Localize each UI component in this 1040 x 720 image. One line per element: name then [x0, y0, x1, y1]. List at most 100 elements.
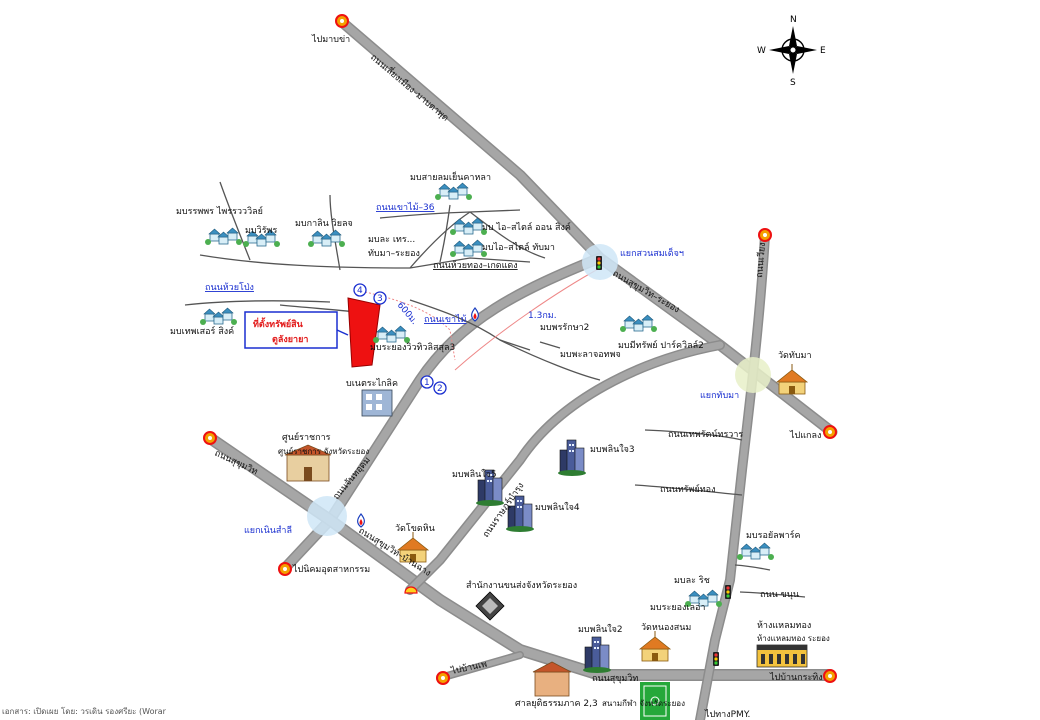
compass-rose-icon: N S E W — [757, 15, 826, 88]
badge-group — [353, 283, 447, 395]
house-cluster-icon — [307, 229, 346, 248]
label-village-phalin3: มบพลินใจ3 — [590, 444, 635, 455]
label-dist-600: 600ม. — [395, 301, 419, 327]
label-to-phe: ไปบ้านเพ — [449, 659, 488, 678]
label-village-ban-style: มบ ไอ–สไตล์ ออน สิงค์ — [482, 221, 571, 233]
compass-w: W — [757, 46, 766, 56]
label-village-ban-style2: มบไอ–สไตล์ ทับมา — [482, 241, 555, 253]
label-road-khao-mai: ถนนเขาไม้ — [424, 314, 467, 325]
house-cluster-icon — [372, 325, 411, 344]
label-road-right2: ถนนทรัพย์ทอง — [660, 483, 715, 495]
traffic-light-icon — [725, 585, 731, 599]
label-village-kaset2: มบวิรัพร — [245, 225, 277, 236]
label-wat-thapma: วัดทับมา — [778, 351, 812, 361]
label-to-right-bottom: ไปบ้านกระทิง — [769, 672, 823, 683]
court-building-icon — [532, 661, 572, 697]
label-village-laksi: มบละ เทร... — [368, 235, 415, 245]
label-village-nim: มบมีทรัพย์ ปาร์ควิลล์2 — [618, 339, 704, 351]
traffic-light-icon — [713, 652, 719, 666]
shell-icon — [404, 586, 418, 594]
tower-building-icon — [582, 636, 612, 674]
compass-s: S — [790, 78, 796, 88]
office-icon — [475, 591, 505, 621]
label-village-park: มบเทพเสอร์ สิงค์ — [170, 325, 234, 337]
gas-station-icon — [357, 513, 365, 528]
house-cluster-icon — [434, 182, 473, 201]
property-pointer — [336, 329, 349, 336]
start-marker-icon — [278, 562, 292, 576]
label-road-thapma: ถนนห้วยทอง–เกดแดง — [433, 260, 518, 271]
label-village-rayong-villa: มบระยองวิวทิวลิสสุล3 — [370, 342, 455, 353]
label-gov-center: ศูนย์ราชการ จังหวัดระยอง — [278, 446, 369, 457]
label-stadium: สนามกีฬา จังหวัดระยอง — [602, 699, 685, 708]
stadium-icon — [640, 682, 670, 720]
label-gov-center-1: ศูนย์ราชการ — [282, 431, 331, 443]
mall-building-icon — [756, 644, 808, 668]
junction-halo-thapma — [735, 357, 771, 393]
label-road-huai-pong: ถนนห้วยโป่ง — [205, 282, 254, 293]
badge-1: 1 — [424, 378, 430, 388]
government-building-icon — [284, 444, 332, 482]
label-mall-1: ห้างแหลมทอง — [757, 620, 811, 631]
label-road-sukhumvit-right: ถนนสุขุมวิท–ระยอง — [611, 268, 682, 315]
property-label: ที่ตั้งทรัพย์สิน — [253, 317, 304, 330]
house-cluster-icon — [736, 542, 775, 561]
label-village-phalin2: มบพลินใจ2 — [578, 624, 623, 635]
start-marker-icon — [758, 228, 772, 242]
label-village-phalin4: มบพลินใจ4 — [535, 502, 580, 513]
label-village-royal: มบรอยัลพาร์ค — [746, 529, 801, 541]
label-to-pmy: ไปทางPMY. — [704, 709, 750, 720]
tower-building-icon — [557, 439, 587, 477]
start-marker-icon — [436, 671, 450, 685]
minor-roads — [184, 181, 806, 598]
house-cluster-icon — [204, 227, 243, 246]
badge-4: 4 — [357, 286, 363, 296]
hospital-building-icon — [361, 389, 393, 417]
label-road-right-v: ถนนเวียง — [754, 242, 768, 278]
start-marker-icon — [823, 669, 837, 683]
compass-e: E — [820, 46, 826, 56]
label-road-36: ถนนเขาไม้–36 — [376, 202, 435, 213]
label-road-ru: ถนน ขนุน — [760, 590, 799, 600]
label-wat-nong: วัดหนองสนม — [641, 623, 691, 633]
label-village-rak-2: มบพรรักษา2 — [540, 323, 589, 333]
house-cluster-icon — [619, 314, 658, 333]
label-village-pada: มบพะลาจอทพจ — [560, 350, 621, 360]
badge-3: 3 — [377, 294, 383, 304]
label-court: ศาลยุติธรรมภาค 2,3 — [515, 698, 598, 709]
temple-icon — [776, 363, 808, 395]
label-to-ban-chang: ไปมาบข่า — [311, 34, 350, 45]
label-junction-nen: แยกเนินสำลี — [244, 525, 292, 536]
label-to-industrial: ไปนิคมอุตสาหกรรม — [292, 564, 370, 575]
label-road-sukhumvit-bottom: ถนนสุขุมวิท — [592, 673, 638, 684]
label-junction-thapma: แยกทับมา — [700, 391, 739, 401]
label-village-rayong-city: มบระยองเลอ่า — [650, 603, 705, 613]
label-village-laksi2: ทับมา–ระยอง — [368, 249, 420, 259]
label-village-phalin5: มบพลินใจ5 — [452, 469, 497, 480]
label-office-rayong: สำนักงานขนส่งจังหวัดระยอง — [466, 580, 577, 591]
label-mall: ห้างแหลมทอง ระยอง — [757, 634, 830, 643]
property-sub-label: ตูลังยายา — [272, 334, 308, 345]
label-dist-13: 1.3กม. — [528, 311, 557, 321]
label-village-rc: มบละ ริช — [674, 575, 710, 586]
label-village-sense: มบสายลมเย็นคาหลา — [410, 170, 491, 183]
junction-halo-nen — [307, 496, 347, 536]
label-road-bypass: ถนนเลี่ยงเมือง–มาบตาพุด — [368, 50, 452, 123]
label-wat-noen: วัดโขดหิน — [395, 523, 435, 534]
label-junction-sanam: แยกสวนสมเด็จฯ — [620, 246, 684, 259]
label-village-sawat: มบกาลิน วิยลจ — [295, 218, 353, 229]
label-road-right1: ถนนเทพรัตน์ทรวาร — [668, 428, 743, 440]
badge-2: 2 — [437, 384, 443, 394]
property-parcel — [347, 297, 381, 368]
temple-icon — [639, 630, 671, 662]
footer-credit: เอกสาร: เปิดเผย โดย: วรเดิน รองศรียะ (Wo… — [2, 706, 167, 716]
start-marker-icon — [203, 431, 217, 445]
start-marker-icon — [823, 425, 837, 439]
property-label-box — [244, 311, 338, 349]
house-cluster-icon — [199, 307, 238, 326]
label-hospital: บเนตระไกลิค — [346, 378, 398, 389]
label-village-kaset: มบรรพพร ไพรรวววิลย์ — [176, 205, 263, 217]
label-to-klaeng: ไปแกลง — [789, 430, 821, 441]
traffic-light-icon — [596, 256, 602, 270]
